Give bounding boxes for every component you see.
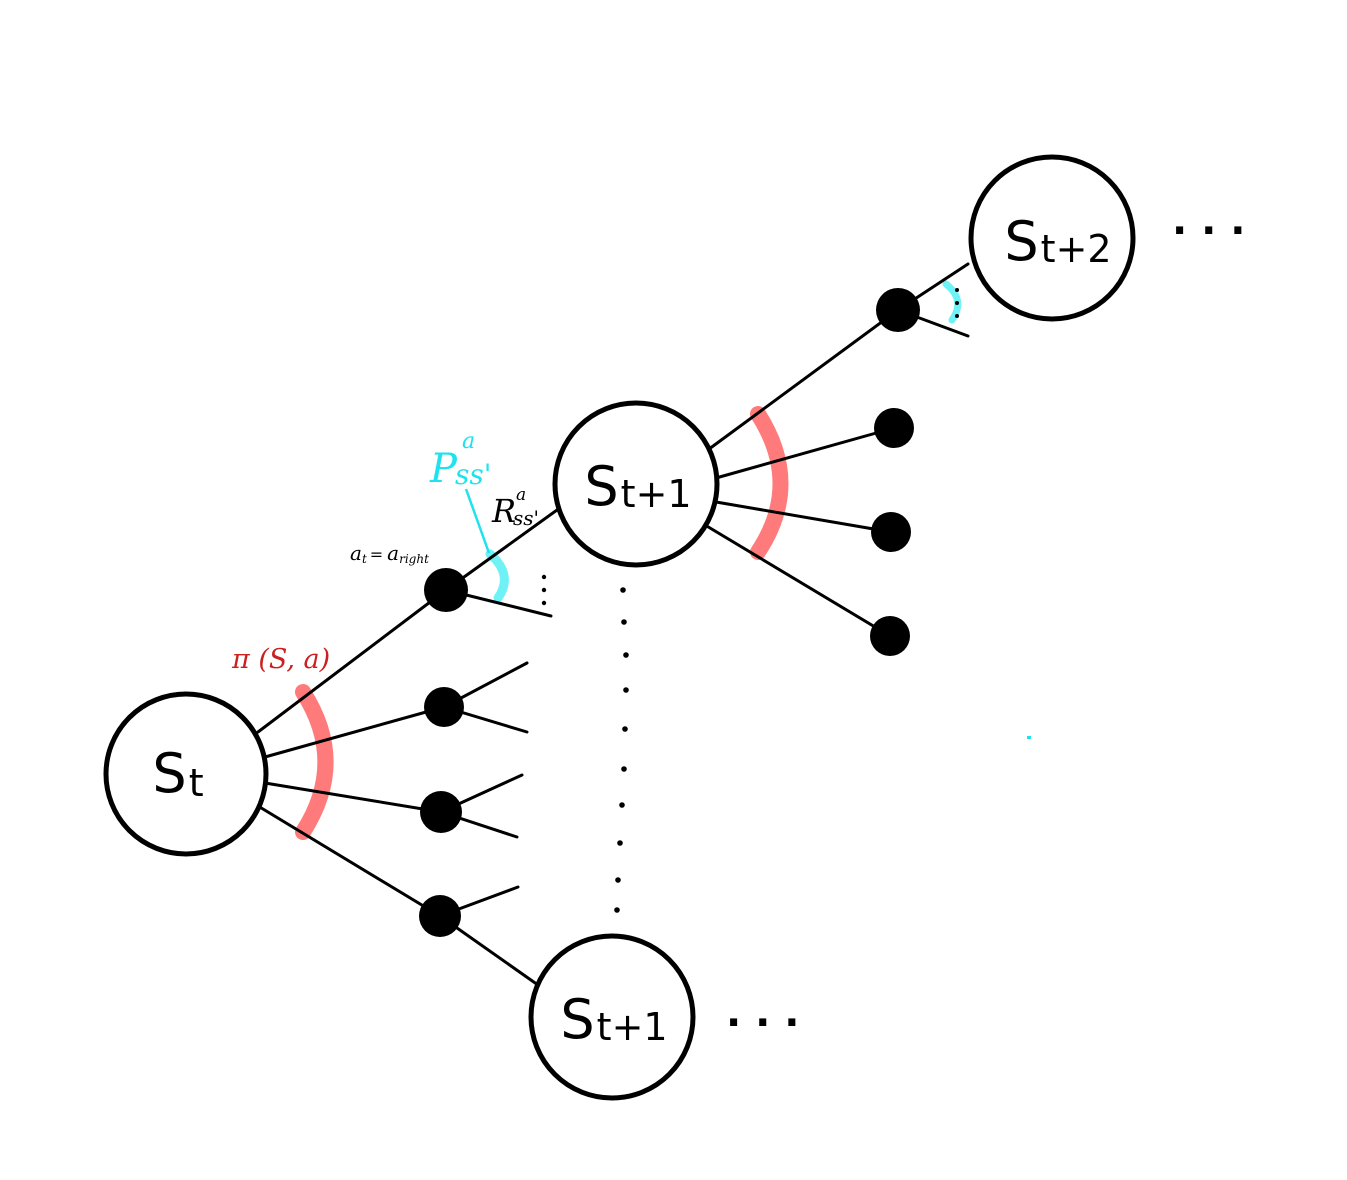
state-node-st: St (103, 691, 269, 857)
policy-arc-st (295, 684, 334, 840)
edges-from-st1 (703, 262, 970, 638)
action-sub: t (362, 552, 367, 566)
state-node-st1-upper: St+1 (552, 400, 720, 568)
state-base: S (1004, 210, 1038, 273)
svg-text:St+2: St+2 (1004, 210, 1111, 273)
edges-from-st (256, 588, 448, 918)
state-sub: t+2 (1041, 227, 1112, 271)
vertical-ellipsis-small-2 (955, 288, 959, 318)
continuation-ellipsis-lower: · · · (726, 1000, 799, 1046)
cyan-speck (1027, 736, 1031, 739)
action-node (420, 791, 462, 833)
svg-text:St: St (152, 742, 203, 805)
action-node (871, 512, 911, 552)
vertical-ellipsis-small (541, 574, 547, 606)
state-base: S (584, 455, 618, 518)
transition-label: P ss' a (429, 429, 491, 492)
state-node-st2: St+2 (968, 154, 1136, 322)
transition-sub: ss' (455, 458, 491, 491)
action-node (419, 895, 461, 937)
reward-sup: a (516, 485, 526, 505)
transition-base: P (429, 446, 458, 492)
transition-pointer (464, 488, 491, 554)
transition-arc-1 (485, 549, 509, 603)
action-node (874, 408, 914, 448)
action-value-sub: right (399, 552, 429, 566)
state-base: S (152, 742, 186, 805)
action-node (870, 616, 910, 656)
policy-arc-st1 (750, 406, 789, 560)
svg-text:St+1: St+1 (584, 455, 691, 518)
state-node-st1-lower: St+1 (528, 933, 696, 1101)
svg-text:St+1: St+1 (560, 988, 667, 1051)
vertical-ellipsis-long (614, 587, 629, 913)
state-sub: t+1 (597, 1005, 668, 1049)
continuation-ellipsis-upper: · · · (1172, 208, 1245, 254)
reward-label: R ss' a (491, 485, 539, 530)
action-base: a (350, 541, 362, 565)
transition-sup: a (462, 429, 475, 454)
reward-base: R (491, 492, 516, 530)
reward-sub: ss' (513, 506, 539, 530)
action-node (876, 288, 920, 332)
policy-label: π (S, a) (231, 644, 330, 675)
state-base: S (560, 988, 594, 1051)
action-label: at=aright (350, 541, 429, 566)
transition-arc-2 (942, 280, 962, 324)
action-eq: = (370, 545, 383, 564)
state-sub: t+1 (621, 472, 692, 516)
state-sub: t (189, 761, 204, 805)
action-node (424, 568, 468, 612)
action-nodes (419, 288, 920, 937)
action-node (424, 687, 464, 727)
action-value-base: a (387, 541, 399, 565)
